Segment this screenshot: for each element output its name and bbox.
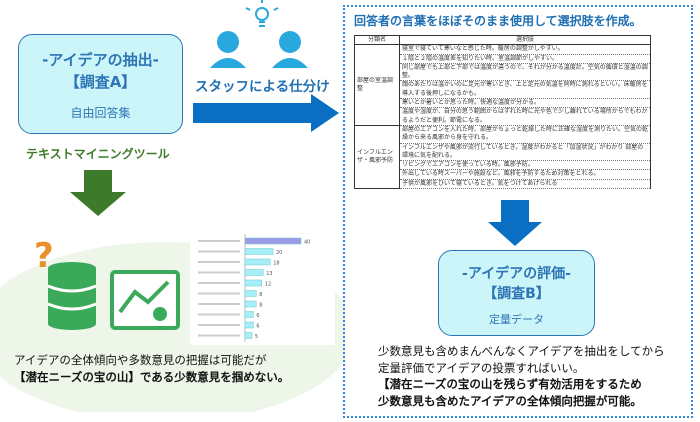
bar-label <box>198 240 240 242</box>
option-cell: 外出している時スーパーや施設など。風邪を予防するため対策をとれる。 <box>399 169 651 180</box>
bar-value: 5 <box>255 334 258 340</box>
staff-idea-icon <box>210 0 308 68</box>
choices-table: 分類名選択肢 部屋の室温調整寝室で寝ていて寒いなと感じた時。暖房の調整がしやすい… <box>354 34 651 190</box>
desc-line: 少数意見も含めたアイデアの全体傾向把握が可能。 <box>378 393 642 408</box>
bar-label <box>198 334 240 337</box>
bar <box>244 311 254 318</box>
bar <box>244 258 271 266</box>
bar-value: 13 <box>266 271 272 277</box>
category-cell: インフルエンザ・風邪予防 <box>354 124 400 190</box>
left-description: アイデアの全体傾向や多数意見の把握は可能だが 【潜在ニーズの宝の山】である少数意… <box>14 352 289 385</box>
bar-value: 6 <box>256 324 259 330</box>
analytics-chart-icon <box>110 270 180 330</box>
table-row: 同じ部屋でも上部と下部では温度が違うので、それが分かる温度計。空気の循環と湿温の… <box>355 63 651 82</box>
idea-extraction-box: -アイデアの抽出- 【調査A】 自由回答集 <box>18 34 183 134</box>
bar-label <box>198 282 240 284</box>
bar <box>244 248 274 255</box>
option-cell: インフルエンザや風邪が流行しているとき。湿度がわかると「加湿状況」がわかり 部屋… <box>399 143 651 162</box>
table-row: １階と２階の温度差を知りたい時。室温調節がしやすい。 <box>355 54 651 64</box>
table-row: 子供が風邪をひいて寝ているとき。気をつけてあげられる <box>355 179 651 190</box>
option-cell: リビングでエアコンを使っている時。風邪予防。 <box>399 160 651 171</box>
box-subtitle: 自由回答集 <box>70 106 131 120</box>
question-mark-icon: ? <box>34 236 54 276</box>
right-description: 少数意見も含めまんべんなくアイデアを抽出をしてから 定量評価でアイデアの投票すれ… <box>378 343 665 409</box>
table-header: 分類名 <box>354 34 400 46</box>
bar-value: 20 <box>276 250 282 256</box>
bar-label <box>198 313 240 316</box>
survey-label: 【調査B】 <box>483 286 550 302</box>
arrow-right-icon <box>193 94 339 132</box>
box-title: -アイデアの抽出- <box>42 51 159 69</box>
box-subtitle: 定量データ <box>489 313 544 326</box>
arrow-down-icon <box>70 170 126 216</box>
bar-value: 40 <box>304 240 310 246</box>
bar-label <box>198 303 240 305</box>
desc-line: 少数意見も含めまんべんなくアイデアを抽出をしてから <box>378 344 665 358</box>
right-title: 回答者の言葉をほぼそのまま使用して選択肢を作成。 <box>354 14 642 28</box>
table-row: 顔のあたりは温かいのに足元が寒いとき、上と足元の気温を同時に測れるといい。床暖房… <box>355 80 651 100</box>
option-cell: 顔のあたりは温かいのに足元が寒いとき、上と足元の気温を同時に測れるといい。床暖房… <box>399 80 651 100</box>
table-row: 寒いとか暑いとか思った時。快適な温度が分かる。 <box>355 98 651 109</box>
bar-value: 12 <box>265 282 271 288</box>
table-row: 外出している時スーパーや施設など。風邪を予防するため対策をとれる。 <box>355 169 651 180</box>
database-icon <box>48 262 96 330</box>
bar-label <box>198 261 240 263</box>
table-row: リビングでエアコンを使っている時。風邪予防。 <box>355 160 651 171</box>
bar <box>244 237 302 245</box>
desc-line: 定量評価でアイデアの投票すればいい。 <box>378 360 585 375</box>
arrow-down-icon <box>488 200 542 246</box>
bar-value: 6 <box>256 313 259 319</box>
bar-label <box>198 324 240 326</box>
bar-value: 18 <box>273 261 279 267</box>
bar-label <box>198 271 240 274</box>
bar <box>244 321 254 329</box>
option-cell: 部屋のエアコンを入れた時、部屋がちょっと乾燥した時に正確な湿度を測りたい。空気の… <box>399 125 651 144</box>
bar <box>244 290 257 297</box>
box-title: -アイデアの評価- <box>462 266 571 282</box>
bar-value: 8 <box>259 303 262 309</box>
staff-label: スタッフによる仕分け <box>195 79 330 95</box>
table-row: 温度や湿度が、自分の思う範囲からはずれた時に光や色で少し離れている場所からでもわ… <box>355 107 651 126</box>
bar <box>244 300 257 308</box>
option-cell: 同じ部屋でも上部と下部では温度が違うので、それが分かる温度計。空気の循環と湿温の… <box>399 63 651 82</box>
right-panel <box>343 5 693 418</box>
option-cell: １階と２階の温度差を知りたい時。室温調節がしやすい。 <box>399 54 651 64</box>
idea-evaluation-box: -アイデアの評価- 【調査B】 定量データ <box>438 250 595 336</box>
table-header: 選択肢 <box>399 34 651 46</box>
survey-label: 【調査A】 <box>64 73 137 91</box>
option-cell: 子供が風邪をひいて寝ているとき。気をつけてあげられる <box>399 179 651 190</box>
bar <box>244 279 263 287</box>
desc-line: アイデアの全体傾向や多数意見の把握は可能だが <box>14 353 267 367</box>
desc-line: 【潜在ニーズの宝の山を残らず有効活用をするため <box>378 377 642 391</box>
option-cell: 温度や湿度が、自分の思う範囲からはずれた時に光や色で少し離れている場所からでもわ… <box>399 107 651 126</box>
bar <box>244 269 264 276</box>
table-row: 部屋の室温調整寝室で寝ていて寒いなと感じた時。暖房の調整がしやすい。 <box>354 44 651 126</box>
option-cell: 寒いとか暑いとか思った時。快適な温度が分かる。 <box>399 98 651 109</box>
bar-label <box>198 292 240 295</box>
table-row: インフルエンザや風邪が流行しているとき。湿度がわかると「加湿状況」がわかり 部屋… <box>355 143 651 162</box>
bar-value: 8 <box>259 292 262 298</box>
category-cell: 部屋の室温調整 <box>354 44 400 126</box>
desc-line: 【潜在ニーズの宝の山】である少数意見を掴めない。 <box>14 369 290 384</box>
table-row: インフルエンザ・風邪予防部屋のエアコンを入れた時、部屋がちょっと乾燥した時に正確… <box>354 124 651 190</box>
bar-label <box>198 250 240 253</box>
option-cell: 寝室で寝ていて寒いなと感じた時。暖房の調整がしやすい。 <box>399 44 651 55</box>
tool-label: テキストマイニングツール <box>26 147 170 161</box>
bar <box>244 332 253 339</box>
